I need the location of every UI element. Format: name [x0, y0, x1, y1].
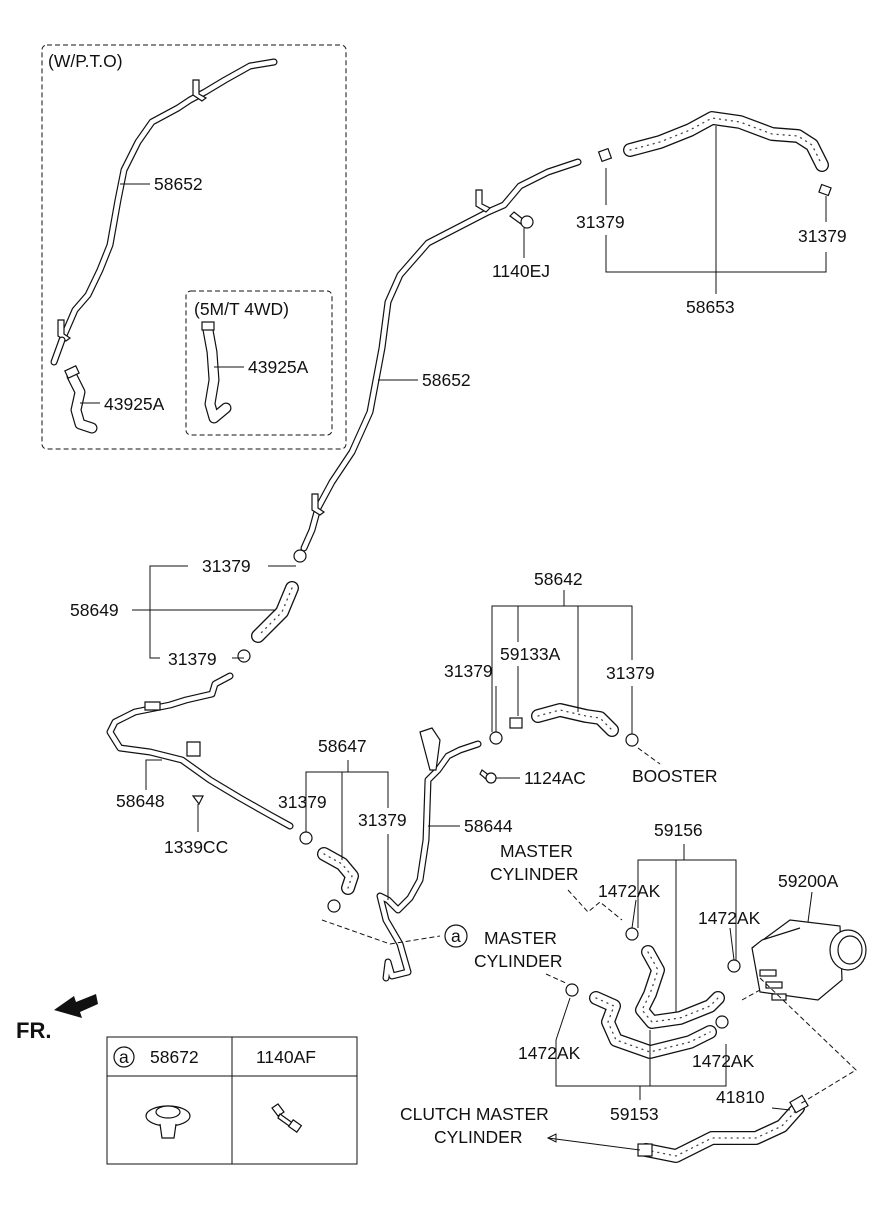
- bolt-1140af-icon: [271, 1103, 303, 1133]
- label-41810: 41810: [716, 1087, 765, 1107]
- clip-58672-icon: [145, 1105, 191, 1139]
- reservoir-59200a: [751, 919, 867, 1001]
- label-31379-b: 31379: [168, 649, 217, 669]
- hose-59156: [625, 927, 741, 1029]
- label-1339cc: 1339CC: [164, 837, 228, 857]
- label-31379-c: 31379: [444, 661, 493, 681]
- label-59156: 59156: [654, 820, 703, 840]
- legend-key-circle: [113, 1046, 135, 1068]
- label-58644: 58644: [464, 816, 513, 836]
- hose-43925a-wpto: [64, 365, 98, 434]
- tube-58648: [106, 672, 294, 830]
- wpto-group-box: [41, 44, 347, 450]
- label-1472ak-a: 1472AK: [598, 881, 661, 901]
- label-master-cylinder-2a: MASTER: [484, 928, 557, 948]
- label-clutch-master: CLUTCH MASTER: [400, 1104, 549, 1124]
- label-59200a: 59200A: [778, 871, 839, 891]
- legend-table: a 58672 1140AF: [106, 1036, 358, 1165]
- label-1472ak-d: 1472AK: [692, 1051, 755, 1071]
- label-master-cylinder-1a: MASTER: [500, 841, 573, 861]
- legend-col2-label: 1140AF: [256, 1047, 316, 1067]
- legend-key-letter: a: [119, 1047, 129, 1067]
- label-31379-top-right: 31379: [798, 226, 847, 246]
- label-58653: 58653: [686, 297, 735, 317]
- hose-58653: [597, 111, 832, 197]
- label-59153: 59153: [610, 1104, 659, 1124]
- bolt-1140ej: [509, 211, 534, 229]
- group-label-wpto: (W/P.T.O): [48, 51, 123, 71]
- label-58652-wpto: 58652: [154, 174, 203, 194]
- label-31379-f: 31379: [358, 810, 407, 830]
- label-58648: 58648: [116, 791, 165, 811]
- label-31379-e: 31379: [278, 792, 327, 812]
- front-arrow-icon: [54, 994, 98, 1018]
- legend-col1-label: 58672: [150, 1047, 199, 1067]
- label-58652-main: 58652: [422, 370, 471, 390]
- label-master-cylinder-2b: CYLINDER: [474, 951, 563, 971]
- callout-a-circle: [444, 924, 468, 948]
- label-1472ak-c: 1472AK: [518, 1043, 581, 1063]
- label-31379-top-left: 31379: [576, 212, 625, 232]
- label-booster: BOOSTER: [632, 766, 718, 786]
- hose-58647: [299, 831, 359, 913]
- mt4wd-group-box: [185, 290, 333, 436]
- group-label-5mt-4wd: (5M/T 4WD): [194, 299, 289, 319]
- label-clutch-cylinder: CYLINDER: [434, 1127, 523, 1147]
- label-58642: 58642: [534, 569, 583, 589]
- label-1124ac: 1124AC: [524, 768, 586, 788]
- hose-59153: [565, 983, 729, 1059]
- label-43925a-wpto: 43925A: [104, 394, 165, 414]
- hose-58642: [489, 703, 639, 747]
- label-58647: 58647: [318, 736, 367, 756]
- label-31379-d: 31379: [606, 663, 655, 683]
- label-1140ej: 1140EJ: [492, 261, 550, 281]
- label-31379-a: 31379: [202, 556, 251, 576]
- tube-58652-main: [293, 158, 582, 563]
- label-58649: 58649: [70, 600, 119, 620]
- label-59133a: 59133A: [500, 644, 561, 664]
- label-43925a-5mt: 43925A: [248, 357, 309, 377]
- label-master-cylinder-1b: CYLINDER: [490, 864, 579, 884]
- label-1472ak-b: 1472AK: [698, 908, 761, 928]
- callout-a-letter: a: [451, 926, 461, 946]
- hose-43925a-5mt: [201, 321, 232, 424]
- leader-lines: [80, 126, 857, 1151]
- tube-58652-wpto: [50, 58, 278, 366]
- front-label: FR.: [16, 1018, 51, 1043]
- tube-58644: [376, 727, 497, 982]
- hose-58649: [237, 581, 299, 663]
